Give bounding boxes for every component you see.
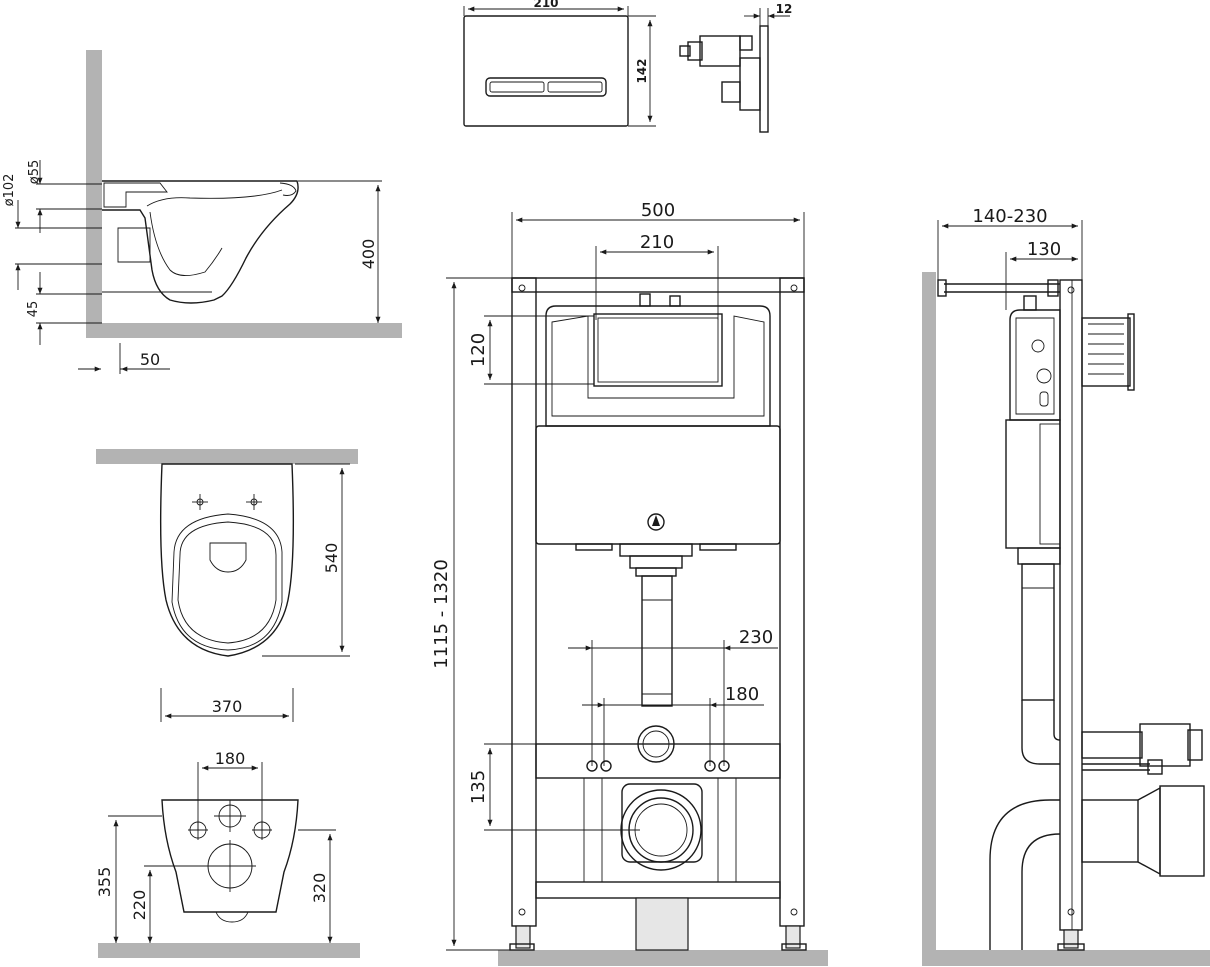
dim-side-d130: 130 <box>1027 239 1061 260</box>
dim-frame-w180: 180 <box>725 684 759 705</box>
side-flush-pipe <box>1021 563 1203 775</box>
bellows-connector <box>1081 313 1135 391</box>
floor-strip <box>86 323 402 338</box>
flush-buttons <box>485 77 607 97</box>
dim-frame-h1115: 1115 - 1320 <box>431 559 452 669</box>
dim-side-d140: 140-230 <box>972 206 1047 227</box>
toilet-top-view: 540 370 <box>96 449 358 722</box>
toilet-side-body <box>102 180 299 304</box>
dim-d55: ø55 <box>27 160 42 185</box>
dim-h220: 220 <box>130 890 149 921</box>
dim-plate-h142: 142 <box>635 58 649 83</box>
toilet-rear-view: 180 355 220 320 <box>95 749 360 958</box>
cistern-front <box>535 293 781 577</box>
toilet-top-outline <box>159 463 295 657</box>
dim-plate-d12: 12 <box>776 2 793 16</box>
plate-side-edge <box>759 25 769 133</box>
flush-plate-side: 12 <box>679 2 793 133</box>
dim-l540: 540 <box>322 543 341 574</box>
wall-top <box>96 449 358 464</box>
wall-anchor-rod <box>937 279 1060 297</box>
floor-side <box>922 950 1210 966</box>
toilet-side-view: ø55 ø102 45 400 50 <box>2 50 402 374</box>
flush-pipe <box>637 575 675 763</box>
mount-hole-right <box>246 494 262 510</box>
rear-outlet <box>204 840 256 892</box>
dim-frame-h135: 135 <box>468 770 489 804</box>
dim-h400: 400 <box>359 239 378 270</box>
drain-outlet <box>620 783 703 871</box>
dim-plate-w210: 210 <box>533 0 558 10</box>
mount-hole-left <box>192 494 208 510</box>
cistern-side <box>1005 295 1061 565</box>
dim-h45: 45 <box>26 301 41 318</box>
dim-frame-w210: 210 <box>640 232 674 253</box>
frame-structure <box>509 277 807 951</box>
frame-side-view: 140-230 130 <box>922 206 1210 966</box>
dim-w180: 180 <box>215 749 246 768</box>
floor-rear <box>98 943 360 958</box>
wall-vertical <box>86 50 102 338</box>
flush-plate <box>463 15 629 127</box>
floor-frame <box>498 950 828 966</box>
wall-side <box>922 272 936 966</box>
dim-frame-h120: 120 <box>468 333 489 367</box>
dim-w50: 50 <box>140 350 160 369</box>
flush-plate-front: 210 142 <box>463 0 656 127</box>
dim-frame-w230: 230 <box>739 627 773 648</box>
side-drain-bend <box>989 785 1205 950</box>
dim-d102: ø102 <box>2 174 17 207</box>
rear-hole-top <box>214 800 246 832</box>
dim-frame-w500: 500 <box>641 200 675 221</box>
toilet-rear-outline <box>161 799 299 913</box>
dim-h320: 320 <box>310 873 329 904</box>
dim-h355: 355 <box>95 867 114 898</box>
dim-w370: 370 <box>212 697 243 716</box>
frame-front-view: 500 210 120 1115 - 1320 230 180 135 <box>431 200 828 966</box>
